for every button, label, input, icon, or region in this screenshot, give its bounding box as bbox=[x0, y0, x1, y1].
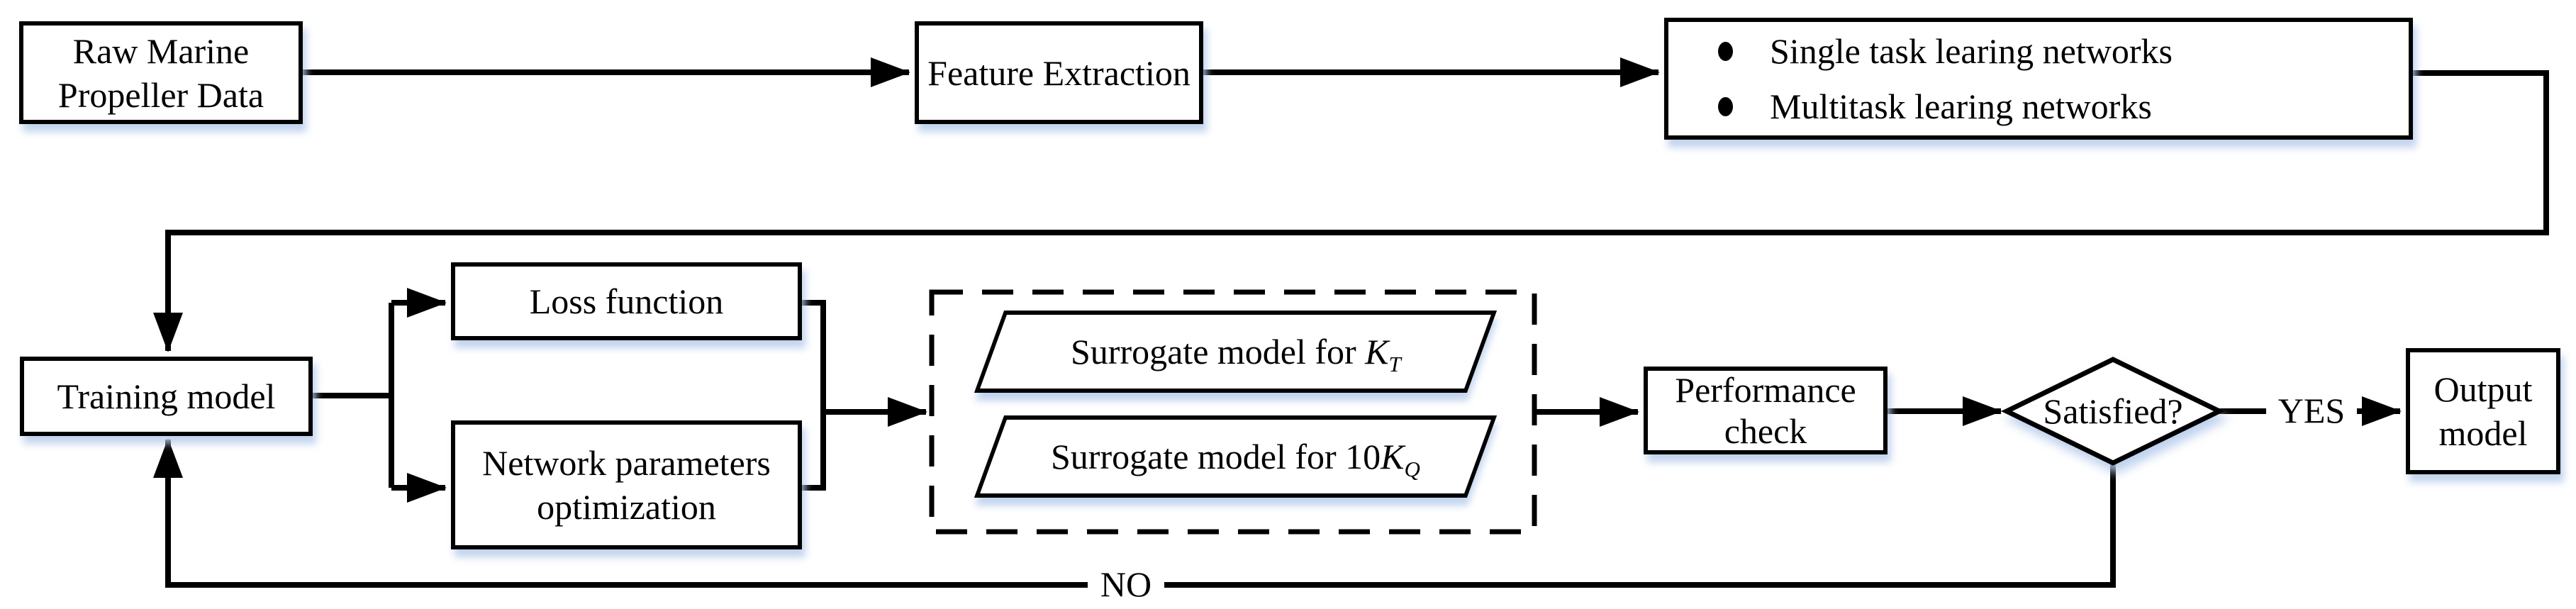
satisfied-diamond bbox=[2001, 357, 2225, 466]
training-model-label: Training model bbox=[57, 376, 276, 416]
loss-function-label: Loss function bbox=[529, 281, 724, 321]
network-list-item: Multitask learing networks bbox=[1718, 84, 2152, 128]
surrogate-kt-parallelogram: Surrogate model for KT bbox=[974, 311, 1498, 393]
surrogate-kt-label: Surrogate model for KT bbox=[1070, 331, 1401, 376]
feature-extraction-box: Feature Extraction bbox=[915, 21, 1203, 124]
performance-check-label-line1: Performance bbox=[1675, 370, 1856, 410]
network-list-item: Single task learing networks bbox=[1718, 29, 2173, 73]
surrogate-kt-symbol: K bbox=[1364, 332, 1389, 371]
training-model-box: Training model bbox=[20, 357, 313, 436]
branch-right-rail bbox=[802, 300, 826, 491]
surrogate-kq-text: Surrogate model for 10 bbox=[1051, 437, 1381, 476]
performance-check-box: Performance check bbox=[1644, 367, 1888, 454]
feature-extraction-label: Feature Extraction bbox=[927, 52, 1191, 93]
surrogate-kt-subscript: T bbox=[1388, 352, 1401, 376]
output-model-box: Output model bbox=[2406, 348, 2560, 474]
network-parameters-label-line2: optimization bbox=[537, 487, 716, 527]
loss-function-box: Loss function bbox=[451, 262, 802, 340]
surrogate-kq-symbol: K bbox=[1381, 437, 1405, 476]
learning-networks-box: Single task learing networks Multitask l… bbox=[1664, 18, 2413, 140]
raw-data-label-line2: Propeller Data bbox=[57, 74, 264, 115]
satisfied-label: Satisfied? bbox=[2043, 391, 2183, 431]
raw-data-label-line1: Raw Marine bbox=[72, 30, 250, 71]
network-item-label: Multitask learing networks bbox=[1770, 86, 2152, 126]
raw-marine-propeller-data-box: Raw Marine Propeller Data bbox=[19, 21, 303, 124]
performance-check-label-line2: check bbox=[1724, 411, 1807, 451]
surrogate-kq-subscript: Q bbox=[1404, 457, 1420, 481]
network-parameters-box: Network parameters optimization bbox=[451, 420, 802, 549]
yes-edge-label: YES bbox=[2266, 390, 2357, 431]
surrogate-kq-parallelogram: Surrogate model for 10KQ bbox=[974, 415, 1498, 498]
edge-networks-to-training bbox=[153, 70, 2549, 352]
network-item-label: Single task learing networks bbox=[1770, 31, 2173, 71]
surrogate-kt-text: Surrogate model for bbox=[1070, 332, 1365, 371]
surrogate-kq-label: Surrogate model for 10KQ bbox=[1051, 436, 1420, 481]
no-edge-label: NO bbox=[1088, 564, 1164, 605]
output-model-label-line1: Output bbox=[2433, 369, 2533, 409]
output-model-label-line2: model bbox=[2438, 413, 2528, 453]
bullet-icon bbox=[1718, 96, 1733, 116]
network-parameters-label-line1: Network parameters bbox=[482, 443, 771, 483]
bullet-icon bbox=[1718, 41, 1733, 61]
